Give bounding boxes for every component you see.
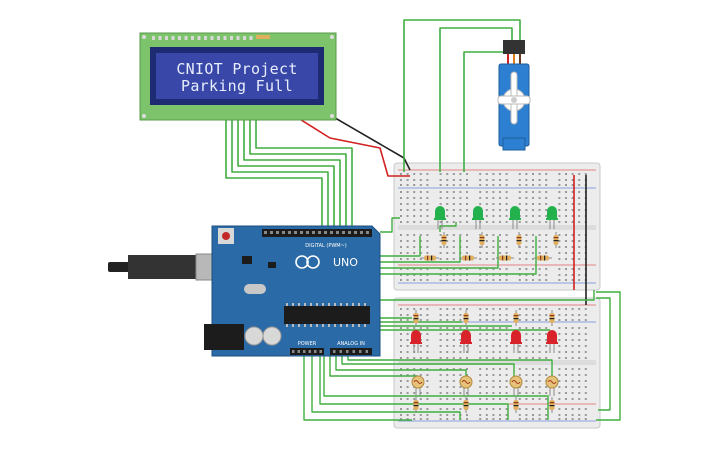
photoresistor — [545, 375, 559, 396]
lcd-resistor — [256, 35, 270, 39]
lcd-line-1: CNIOT Project — [176, 60, 297, 78]
digital-header — [262, 229, 372, 237]
servo-signal-wire — [403, 19, 521, 172]
resistor — [513, 310, 519, 326]
resistor — [479, 232, 485, 248]
resistor — [421, 255, 439, 261]
digital-label: DIGITAL (PWM~) — [305, 243, 347, 249]
photoresistor — [459, 375, 473, 396]
servo-motor — [497, 40, 531, 151]
red-leds — [410, 330, 558, 353]
analog-header — [330, 348, 372, 355]
lcd-line-2: Parking Full — [181, 77, 293, 95]
microcontroller-chip — [284, 306, 370, 324]
resistor — [459, 255, 477, 261]
breadboard-top — [393, 162, 601, 291]
chip-legs — [286, 303, 366, 327]
power-header — [290, 348, 324, 355]
photoresistor — [509, 375, 523, 396]
lcd-power-wire — [297, 117, 410, 177]
green-led — [509, 206, 521, 229]
analog-wires — [303, 356, 553, 421]
arduino-logo — [295, 255, 320, 269]
photoresistors — [411, 375, 559, 396]
servo-connector — [503, 40, 525, 54]
usb-cable — [128, 255, 200, 279]
top-resistors — [421, 232, 559, 261]
lcd-data-wires — [225, 118, 353, 232]
wires — [225, 19, 621, 421]
green-led — [434, 206, 446, 229]
red-led — [546, 330, 558, 353]
uno-label: UNO — [333, 256, 358, 269]
led-signal-wires — [372, 217, 537, 275]
breadboard-bottom — [393, 297, 601, 429]
bottom-resistors — [413, 310, 555, 413]
capacitor-2 — [262, 326, 282, 346]
lcd-module: CNIOT Project Parking Full — [139, 32, 337, 121]
resistor — [516, 232, 522, 248]
servo-ground-wire — [463, 46, 505, 172]
resistor — [513, 397, 519, 413]
green-led — [546, 206, 558, 229]
resistor — [496, 255, 514, 261]
resistor — [553, 232, 559, 248]
arduino-uno: DIGITAL (PWM~) UNO POWER ANALOG IN — [108, 225, 381, 357]
power-label: POWER — [298, 341, 317, 347]
crystal — [244, 284, 266, 294]
photoresistor — [411, 375, 425, 396]
resistor — [549, 310, 555, 326]
breadboard-bottom-holes — [400, 308, 587, 420]
resistor — [441, 232, 447, 248]
green-led — [472, 206, 484, 229]
resistor — [463, 310, 469, 326]
analog-label: ANALOG IN — [337, 341, 365, 347]
right-loop-wire — [596, 291, 621, 421]
lcd-header-pins — [152, 36, 253, 40]
resistor — [413, 310, 419, 326]
resistor — [463, 397, 469, 413]
resistor — [549, 397, 555, 413]
power-jack — [204, 324, 244, 350]
green-leds — [434, 206, 558, 229]
usb-plug-end — [108, 262, 130, 272]
bottom-header-pins — [292, 350, 368, 353]
red-led — [460, 330, 472, 353]
red-led — [410, 330, 422, 353]
resistor — [534, 255, 552, 261]
red-led — [510, 330, 522, 353]
digital-header-pins — [264, 231, 369, 234]
servo-power-wire — [439, 27, 513, 172]
right-loop-wire-2 — [596, 297, 611, 411]
resistor — [413, 397, 419, 413]
capacitor-1 — [244, 326, 264, 346]
